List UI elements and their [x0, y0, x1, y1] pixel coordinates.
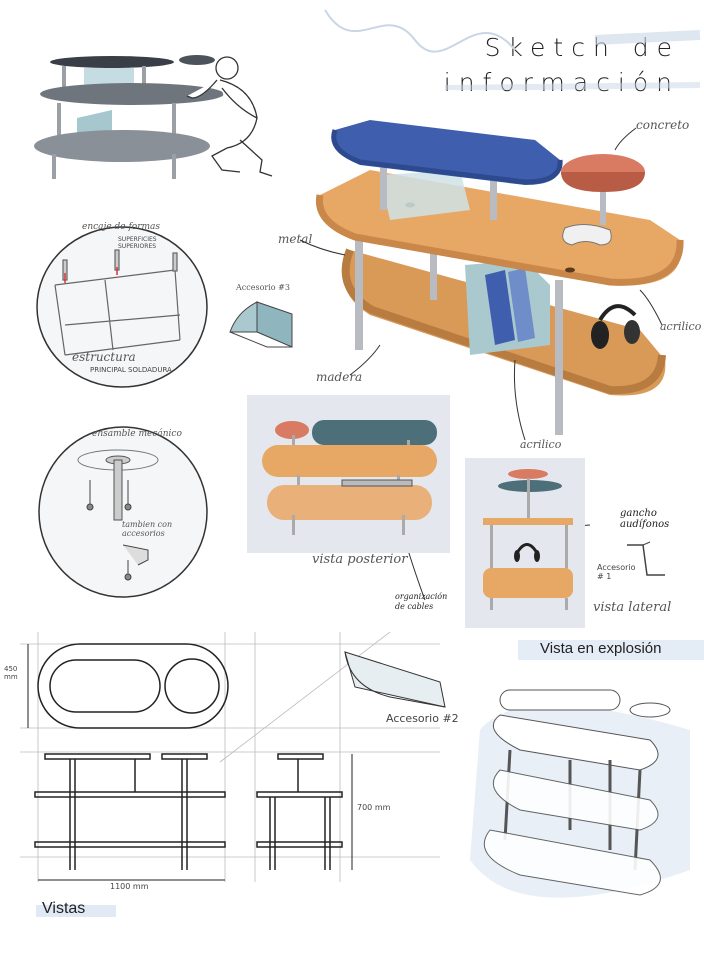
- label-vista-explosion: Vista en explosión: [540, 640, 662, 657]
- label-ensamble: ensamble mecánico: [92, 429, 182, 439]
- dim-700: 700 mm: [357, 803, 391, 812]
- label-concreto: concreto: [636, 118, 690, 132]
- explosion-title-wash: [518, 640, 704, 660]
- label-estructura: estructura: [72, 350, 136, 364]
- label-madera: madera: [316, 370, 363, 384]
- label-vista-lateral: vista lateral: [593, 600, 672, 615]
- hook-icon: [122, 544, 149, 566]
- headphones-icon: [591, 304, 640, 349]
- label-superficies: SUPERFICIES SUPERIORES: [118, 236, 157, 250]
- label-acrilico-top: acrilico: [660, 320, 702, 333]
- label-accesorio1: Accesorio # 1: [597, 563, 636, 581]
- controller-icon: [562, 224, 612, 246]
- label-acrilico-bottom: acrilico: [520, 438, 562, 451]
- title-line-2: información: [443, 68, 680, 97]
- accessory3-sketch: [229, 301, 293, 348]
- dim-1100: 1100 mm: [110, 882, 149, 891]
- vistas-wash: [36, 905, 116, 917]
- label-organizacion: organización de cables: [395, 592, 448, 611]
- technical-views: [20, 632, 446, 882]
- structure-detail-circle: [36, 226, 208, 388]
- assembly-detail-circle: [38, 426, 208, 598]
- exploded-view-sketch: [470, 689, 690, 898]
- screw-icon: [124, 560, 132, 581]
- label-vista-posterior: vista posterior: [312, 552, 408, 567]
- main-furniture-illustration: [315, 120, 684, 435]
- label-metal: metal: [278, 232, 313, 246]
- label-vistas: Vistas: [42, 900, 86, 917]
- label-accesorio2: Accesorio #2: [386, 712, 459, 725]
- screw-icon: [124, 480, 132, 511]
- title-swoosh: [324, 9, 701, 90]
- label-accesorio3: Accesorio #3: [236, 283, 290, 292]
- label-gancho: gancho audífonos: [620, 508, 670, 530]
- label-principal: PRINCIPAL SOLDADURA: [90, 366, 172, 374]
- side-view-sketch: [483, 469, 573, 610]
- usage-sketch: [34, 55, 273, 179]
- rear-view-sketch: [262, 420, 437, 535]
- screw-icon: [86, 480, 94, 511]
- dim-450: 450 mm: [4, 665, 18, 681]
- person-icon: [186, 56, 273, 177]
- accessory1-sketch: [627, 541, 665, 576]
- label-tambien: tambien con accesorios: [122, 520, 173, 538]
- label-encaje: encaje de formas: [82, 222, 161, 232]
- headphones-icon: [515, 543, 539, 554]
